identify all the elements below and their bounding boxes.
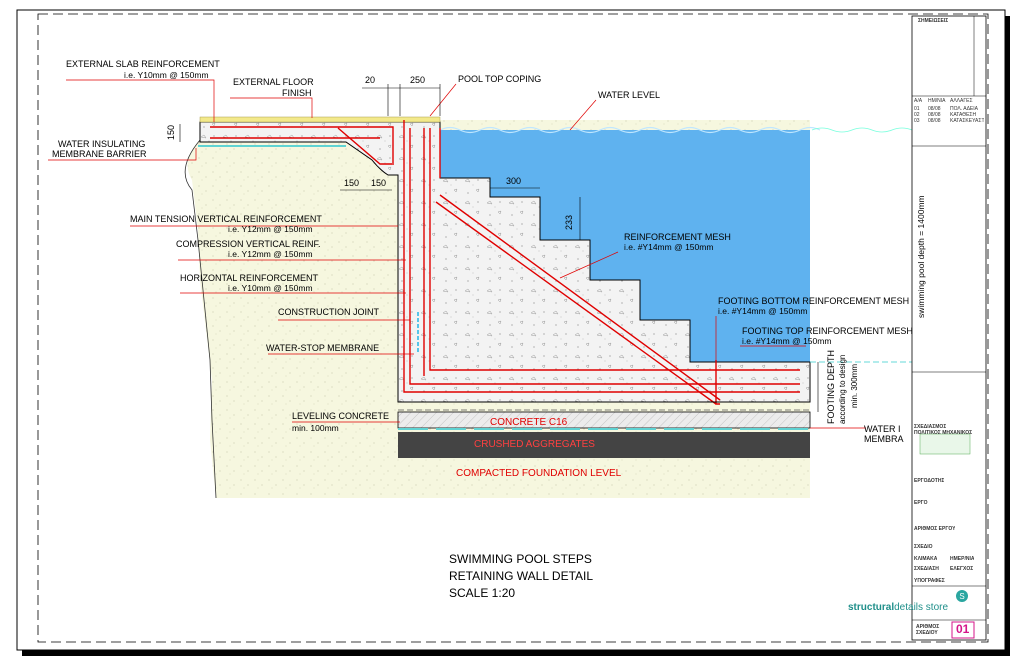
tb-elegxos: ΕΛΕΓΧΟΣ (950, 566, 974, 572)
brand-strong: structural (848, 602, 895, 613)
tb-rev-row-3-date: 08/08 (928, 118, 941, 124)
leveling-sub: min. 100mm (292, 423, 339, 433)
tb-rev-col-1: Α/Α (914, 98, 923, 104)
ext-slab-label: EXTERNAL SLAB REINFORCEMENT (66, 59, 220, 69)
compacted-label: COMPACTED FOUNDATION LEVEL (456, 468, 622, 479)
tb-rev-row-3-no: 03 (914, 118, 920, 124)
ext-slab-sub: i.e. Y10mm @ 150mm (124, 70, 209, 80)
title-block (911, 15, 987, 641)
engineer-logo-icon (919, 433, 971, 455)
drawing-title-1: SWIMMING POOL STEPS (449, 552, 592, 566)
tb-klimaka: ΚΛΙΜΑΚΑ (914, 556, 938, 562)
drawing-number: 01 (956, 622, 970, 636)
main-tension-label: MAIN TENSION VERTICAL REINFORCEMENT (130, 214, 322, 224)
horizontal-label: HORIZONTAL REINFORCEMENT (180, 273, 319, 283)
tb-arithmos-ergou: ΑΡΙΘΜΟΣ ΕΡΓΟΥ (914, 526, 956, 532)
tb-rev-row-2-date: 08/08 (928, 112, 941, 118)
crushed-label: CRUSHED AGGREGATES (474, 439, 595, 450)
dimension-lines (179, 84, 581, 240)
pool-top-label: POOL TOP COPING (458, 74, 542, 84)
floor-finish (199, 116, 441, 123)
ext-floor-label-2: FINISH (282, 88, 312, 98)
tb-ergo: ΕΡΓΟ (914, 500, 928, 506)
dim-150-vertical: 150 (166, 124, 176, 140)
footing-bottom-sub: i.e. #Y14mm @ 150mm (718, 306, 808, 316)
ext-floor-label: EXTERNAL FLOOR (233, 77, 314, 87)
tb-rev-row-2-no: 02 (914, 112, 920, 118)
tb-rev-row-1-desc: ΠΟΛ. ΑΔΕΙΑ (950, 106, 978, 112)
pool-depth-label: swimming pool depth = 1400mm (916, 195, 926, 318)
compression-sub: i.e. Y12mm @ 150mm (228, 249, 313, 259)
drawing-scale: SCALE 1:20 (449, 586, 516, 600)
membra-label: MEMBRA (864, 434, 904, 444)
water-ins-label: WATER INSULATING (58, 139, 146, 149)
leveling-label: LEVELING CONCRETE (292, 411, 390, 421)
brand-logo-icon (956, 590, 968, 602)
footing-depth-label-3: min. 300mm (850, 363, 859, 408)
tb-rev-row-3-desc: ΚΑΤΑΣΚΕΥΑΣΤΙΚΑ (950, 118, 984, 124)
dim-20: 20 (365, 75, 376, 85)
tb-rev-row-2-desc: ΚΑΤΑΘΕΣΗ (950, 112, 977, 118)
compression-label: COMPRESSION VERTICAL REINF. (176, 239, 321, 249)
footing-depth-label: FOOTING DEPTH (826, 350, 836, 424)
tb-rev-col-2: ΗΜ/ΝΙΑ (928, 98, 946, 104)
drawing-title-2: RETAINING WALL DETAIL (449, 569, 594, 583)
tb-rev-row-1-date: 08/08 (928, 106, 941, 112)
rebar-group (210, 120, 800, 405)
dim-250: 250 (410, 75, 426, 85)
tb-ypografes: ΥΠΟΓΡΑΦΕΣ (914, 578, 945, 584)
concrete-label: CONCRETE C16 (490, 417, 568, 428)
brand-name: structuraldetails store (848, 603, 948, 613)
tb-schediasi: ΣΧΕΔΙΑΣΗ (914, 566, 939, 572)
tb-rev-row-1-no: 01 (914, 106, 920, 112)
leveling-concrete (397, 411, 811, 429)
water-level-label: WATER LEVEL (598, 90, 661, 100)
horizontal-sub: i.e. Y10mm @ 150mm (228, 283, 313, 293)
crushed-aggregates (398, 432, 810, 458)
brand-rest: details store (894, 602, 949, 613)
water-ins-label-2: MEMBRANE BARRIER (52, 149, 147, 159)
reinf-mesh-sub: i.e. #Y14mm @ 150mm (624, 242, 714, 252)
soil-left-edge (184, 139, 217, 499)
main-tension-sub: i.e. Y12mm @ 150mm (228, 224, 313, 234)
footing-bottom-label: FOOTING BOTTOM REINFORCEMENT MESH (718, 296, 910, 306)
dim-150-b: 150 (371, 178, 387, 188)
dim-150-a: 150 (344, 178, 360, 188)
tb-imerominia: ΗΜΕΡ/ΝΙΑ (950, 556, 975, 562)
tb-drawing-no-label: ΑΡΙΘΜΟΣ ΣΧΕΔΙΟΥ (916, 624, 940, 636)
tb-notes-header: ΣΗΜΕΙΩΣΕΙΣ (918, 18, 949, 24)
dim-233: 233 (564, 214, 574, 230)
svg-text:S: S (959, 592, 964, 601)
tb-ergodotis: ΕΡΓΟΔΟΤΗΣ (914, 478, 945, 484)
footing-top-sub: i.e. #Y14mm @ 150mm (742, 336, 832, 346)
water-i-label: WATER I (864, 424, 901, 434)
tb-schedio: ΣΧΕΔΙΟ (914, 544, 933, 550)
footing-top-label: FOOTING TOP REINFORCEMENT MESH (742, 326, 913, 336)
water-waves (439, 126, 821, 134)
tb-rev-col-3: ΑΛΛΑΓΕΣ (950, 98, 973, 104)
tb-design-label: ΣΧΕΔΙΑΣΜΟΣ (914, 424, 947, 430)
leader-lines (48, 79, 866, 429)
water-waves-outside (811, 127, 913, 133)
waterstop-label: WATER-STOP MEMBRANE (266, 343, 380, 353)
footing-depth-label-2: according to design (838, 354, 847, 424)
drawing-number-box (951, 621, 975, 639)
dim-300: 300 (506, 176, 522, 186)
construction-joint-label: CONSTRUCTION JOINT (278, 307, 379, 317)
sheet-dashed-border (37, 13, 989, 643)
tb-engineer: ΠΟΛΙΤΙΚΟΣ ΜΗΧΑΝΙΚΟΣ (914, 430, 973, 436)
reinf-mesh-label: REINFORCEMENT MESH (624, 232, 731, 242)
